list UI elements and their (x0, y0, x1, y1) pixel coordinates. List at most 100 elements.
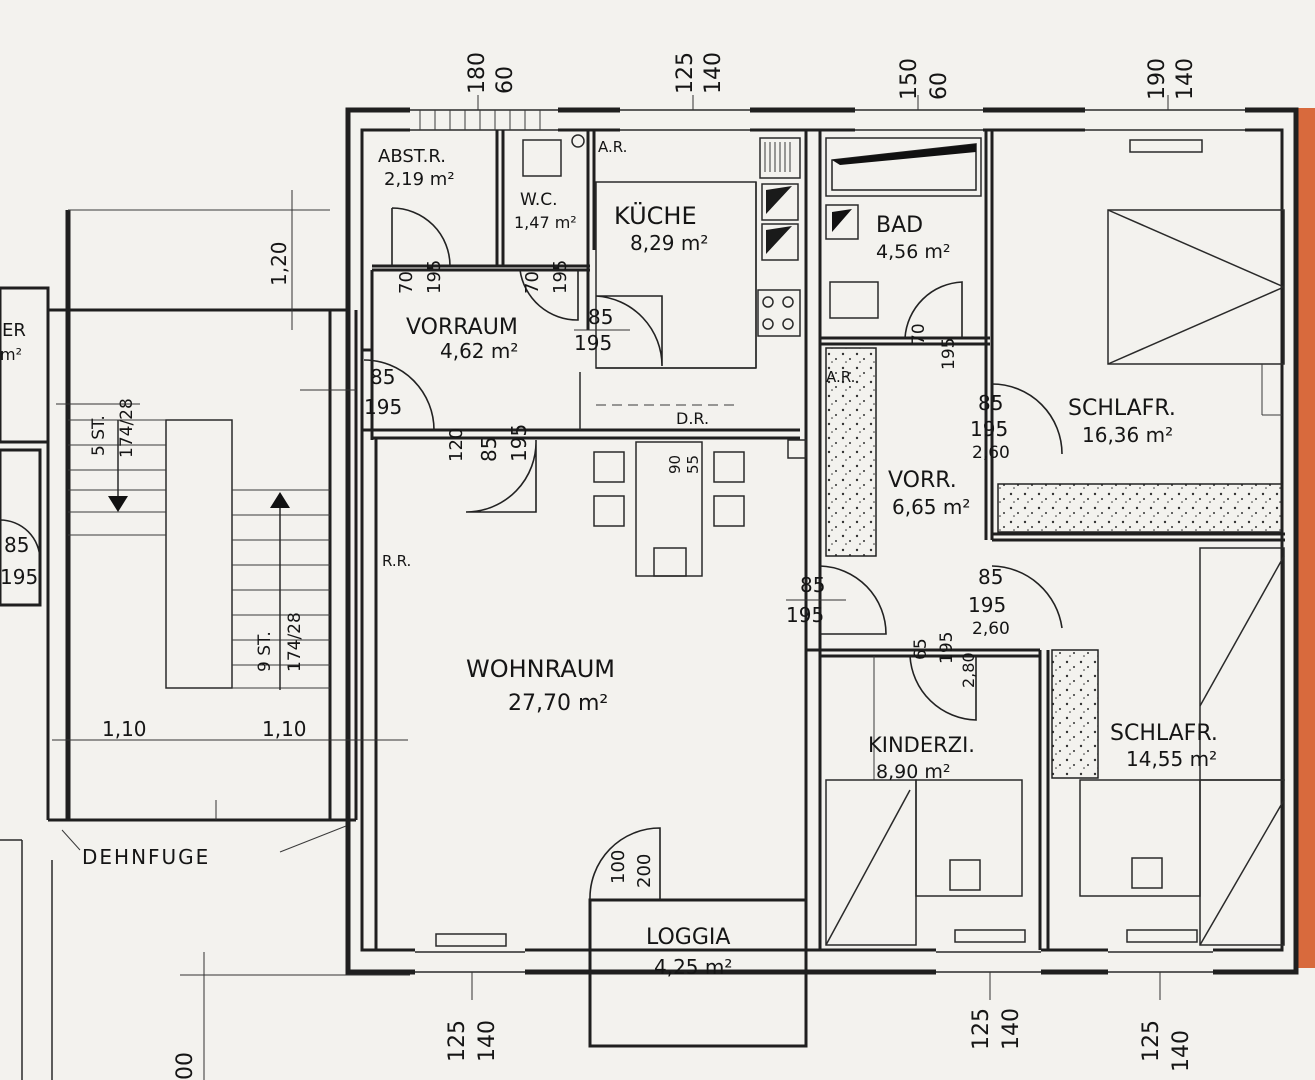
label-wc-name: W.C. (520, 190, 558, 210)
adjacent-wall-strip (1298, 108, 1315, 968)
door-abstr-h: 195 (424, 260, 445, 294)
stair-flight1-count: 5 ST. (89, 415, 109, 456)
door-vorr-wohn-w: 85 (800, 573, 825, 597)
label-kueche-area: 8,29 m² (630, 231, 708, 255)
label-abstr-area: 2,19 m² (384, 169, 455, 190)
marker-dehnfuge: DEHNFUGE (82, 845, 210, 869)
win1-h: 60 (493, 66, 518, 94)
stair-flight2-count: 9 ST. (255, 631, 275, 672)
label-wc-area: 1,47 m² (514, 213, 577, 232)
dimension-ticks (180, 95, 1169, 1080)
door-schlafr2-extra: 2,60 (972, 619, 1010, 639)
stair-flight1-rise: 174/28 (117, 398, 137, 458)
label-schlafr2-name: SCHLAFR. (1110, 721, 1218, 746)
win1-w: 180 (465, 52, 490, 94)
bed-schlafr1 (1107, 209, 1285, 416)
bottom-dim: 00 (173, 1052, 198, 1080)
bath-fixtures (825, 137, 982, 319)
door-loggia-w: 100 (608, 850, 629, 884)
window-dimensions-top: 180 60 125 140 150 60 190 140 (465, 52, 1198, 100)
label-vorr-area: 6,65 m² (892, 495, 970, 519)
label-loggia-name: LOGGIA (646, 925, 730, 950)
kitchen-fixtures (757, 137, 801, 337)
stair-flight2-rise: 174/28 (285, 612, 305, 672)
bottom-windows (415, 929, 1213, 976)
label-schlafr2-area: 14,55 m² (1126, 747, 1217, 771)
label-vorraum-area: 4,62 m² (440, 339, 518, 363)
door-kueche-h: 195 (574, 331, 612, 355)
door-schlafr1-w: 85 (978, 391, 1003, 415)
label-left-partial-area: m² (0, 345, 22, 364)
wc-basin (571, 134, 585, 148)
door-abstr-w: 70 (396, 271, 417, 294)
label-kinderzi-name: KINDERZI. (868, 733, 975, 757)
bwin3-h: 140 (1169, 1030, 1194, 1072)
door-dimensions: 70 195 70 195 85 195 85 195 120 85 195 7… (0, 260, 1010, 888)
door-schlafr1-extra: 2,60 (972, 443, 1010, 463)
door-left-w: 85 (4, 533, 29, 557)
door-kueche-w: 85 (588, 305, 613, 329)
stair-landing: 1,20 (267, 241, 291, 286)
stair-width-right: 1,10 (262, 717, 307, 741)
door-bad-w: 70 (909, 323, 929, 345)
top-windows (410, 106, 1245, 153)
door-wohn-extra: 120 (446, 428, 467, 462)
door-kinder-h: 195 (937, 632, 957, 664)
win2-h: 140 (701, 52, 726, 94)
door-kinder-extra: 2,80 (959, 652, 978, 688)
label-vorraum-name: VORRAUM (406, 315, 518, 340)
interior-walls (362, 130, 1285, 950)
installation-shaft (825, 347, 877, 557)
staircase (46, 190, 408, 853)
win2-w: 125 (673, 52, 698, 94)
door-swings (0, 207, 1063, 901)
window-dimensions-bottom: 125 140 125 140 125 140 00 (173, 1008, 1194, 1080)
marker-ar-kitchen: A.R. (598, 138, 627, 156)
table-h: 55 (684, 455, 702, 474)
door-schlafr2-w: 85 (978, 565, 1003, 589)
label-schlafr1-area: 16,36 m² (1082, 423, 1173, 447)
loggia-outline (588, 898, 808, 1048)
label-kinderzi-area: 8,90 m² (876, 761, 950, 783)
dining-table (593, 441, 745, 577)
label-wohnraum-name: WOHNRAUM (466, 655, 615, 683)
door-entry-h: 195 (364, 395, 402, 419)
room-labels: ABST.R. 2,19 m² W.C. 1,47 m² KÜCHE 8,29 … (0, 146, 1218, 979)
label-left-partial-name: ER (2, 320, 26, 341)
door-bad-h: 195 (939, 338, 959, 370)
win4-w: 190 (1145, 58, 1170, 100)
wardrobe-hatch (997, 483, 1283, 533)
win3-w: 150 (897, 58, 922, 100)
label-schlafr1-name: SCHLAFR. (1068, 396, 1176, 421)
table-w: 90 (666, 455, 684, 474)
marker-rr: R.R. (382, 552, 411, 570)
door-entry-w: 85 (370, 365, 395, 389)
bwin2-w: 125 (969, 1008, 994, 1050)
win3-h: 60 (927, 72, 952, 100)
door-schlafr1-h: 195 (970, 417, 1008, 441)
door-wohn-h: 195 (507, 424, 531, 462)
win4-h: 140 (1173, 58, 1198, 100)
bwin2-h: 140 (999, 1008, 1024, 1050)
door-wc-h: 195 (550, 260, 571, 294)
stair-dimensions: 5 ST. 174/28 9 ST. 174/28 1,10 1,10 1,20 (89, 241, 307, 741)
bed-kinderzi (825, 656, 1023, 946)
wardrobe-hatch-2 (1051, 649, 1099, 779)
neighbour-unit (0, 286, 53, 1080)
stair-width-left: 1,10 (102, 717, 147, 741)
marker-labels: A.R. A.R. D.R. R.R. DEHNFUGE (82, 138, 855, 869)
label-vorr-name: VORR. (888, 468, 957, 493)
label-bad-area: 4,56 m² (876, 241, 950, 263)
door-kinder-w: 65 (911, 638, 931, 660)
marker-ar-hall: A.R. (826, 368, 855, 386)
bwin3-w: 125 (1139, 1020, 1164, 1062)
door-left-h: 195 (0, 565, 38, 589)
door-loggia-h: 200 (634, 854, 655, 888)
label-loggia-area: 4,25 m² (654, 955, 732, 979)
label-bad-name: BAD (876, 213, 923, 238)
door-schlafr2-h: 195 (968, 593, 1006, 617)
bwin1-w: 125 (445, 1020, 470, 1062)
bed-schlafr2 (1079, 547, 1285, 946)
label-abstr-name: ABST.R. (378, 146, 446, 167)
